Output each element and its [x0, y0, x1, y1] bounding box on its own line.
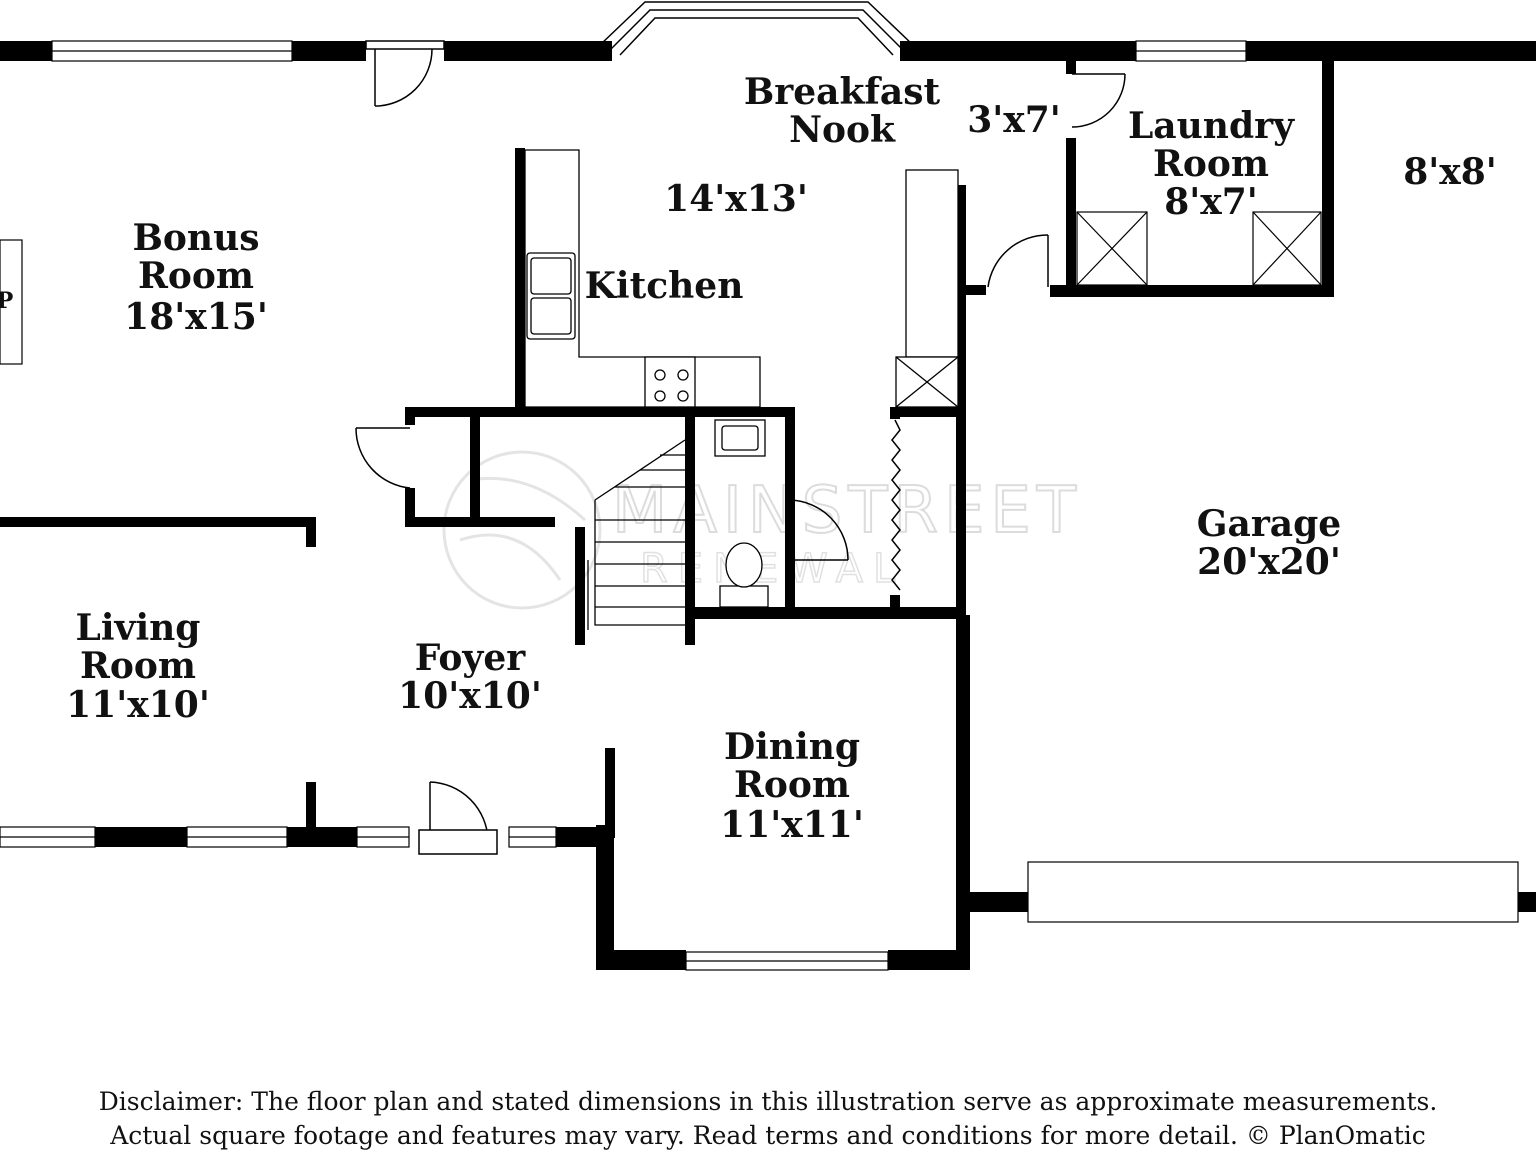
breakfast-nook-dims: 14'x13'	[664, 178, 808, 220]
bay-window	[599, 1, 914, 56]
closet-dims: 3'x7'	[967, 99, 1061, 141]
doors	[355, 40, 1126, 855]
powder-room-fixtures	[714, 419, 769, 608]
walls	[0, 41, 1536, 970]
disclaimer-line-1: Disclaimer: The floor plan and stated di…	[98, 1087, 1438, 1116]
kitchen-fixtures	[524, 149, 959, 408]
edge-label: P	[0, 288, 13, 314]
living-room-label-2: Room	[80, 645, 196, 687]
dining-room-label-1: Dining	[724, 726, 860, 768]
breakfast-nook-label-2: Nook	[789, 109, 896, 151]
dining-room-label-2: Room	[734, 764, 850, 806]
room-labels: Breakfast Nook 14'x13' Kitchen 3'x7' Lau…	[0, 71, 1497, 846]
bonus-room-label-1: Bonus	[132, 217, 259, 259]
kitchen-label: Kitchen	[585, 265, 744, 307]
bonus-room-label-2: Room	[138, 255, 254, 297]
storage-dims: 8'x8'	[1403, 151, 1497, 193]
watermark-line2: RENEWAL	[640, 546, 905, 592]
breakfast-nook-label-1: Breakfast	[744, 71, 941, 113]
garage-dims: 20'x20'	[1197, 541, 1341, 583]
bonus-room-dims: 18'x15'	[124, 296, 268, 338]
staircase	[587, 439, 686, 630]
living-room-dims: 11'x10'	[66, 684, 210, 726]
dining-room-dims: 11'x11'	[720, 804, 864, 846]
disclaimer-line-2: Actual square footage and features may v…	[110, 1121, 1426, 1150]
living-room-label-1: Living	[76, 607, 201, 649]
garage-label: Garage	[1197, 503, 1341, 545]
laundry-appliances	[1076, 211, 1322, 286]
foyer-dims: 10'x10'	[398, 675, 542, 717]
laundry-room-label-1: Laundry	[1128, 105, 1295, 147]
watermark-line1: MAINSTREET	[612, 474, 1082, 548]
laundry-room-dims: 8'x7'	[1164, 181, 1258, 223]
watermark: MAINSTREET RENEWAL	[442, 450, 1082, 610]
foyer-label: Foyer	[415, 637, 526, 679]
laundry-room-label-2: Room	[1153, 143, 1269, 185]
windows	[0, 40, 1519, 971]
